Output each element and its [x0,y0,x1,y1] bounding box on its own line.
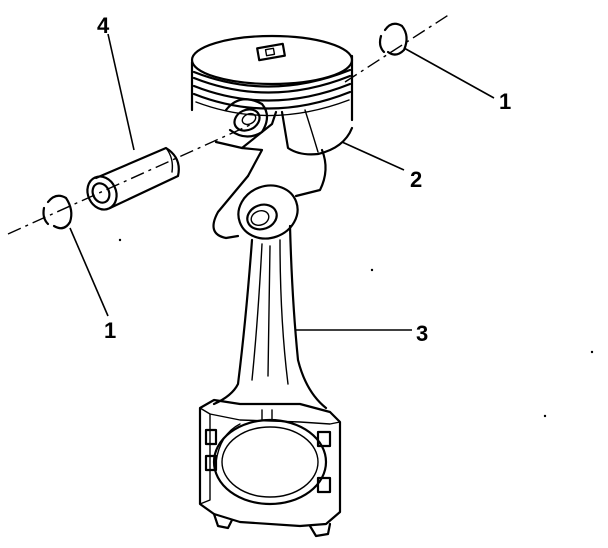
pin-axis-centerline [7,13,451,235]
piston [190,34,354,240]
connecting-rod [198,184,342,538]
callout-connecting-rod: 3 [416,321,428,346]
callout-snap-ring-left: 1 [104,318,116,343]
snap-ring-right [378,22,408,56]
callout-piston: 2 [410,167,422,192]
leader-snap-ring-left [69,227,109,317]
snap-ring-left [42,194,73,230]
leader-piston [341,141,405,171]
callout-snap-ring-right: 1 [499,89,511,114]
callout-piston-pin: 4 [97,13,110,38]
piston-pin [86,146,180,211]
leader-piston-pin [107,33,135,151]
leader-snap-ring-right [403,47,495,99]
